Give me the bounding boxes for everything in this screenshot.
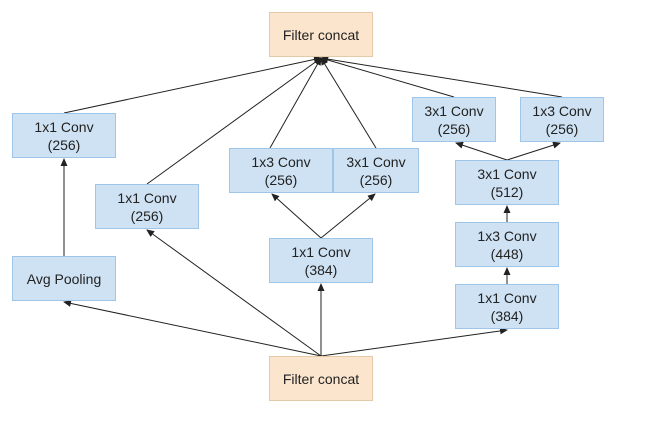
- node-label: 3x1 Conv: [424, 102, 484, 119]
- edge-b4-right-to-concat: [320, 55, 563, 98]
- node-sublabel: (512): [490, 183, 524, 200]
- node-label: Filter concat: [282, 26, 360, 43]
- node-label: 1x1 Conv: [291, 243, 351, 260]
- edge-branch1-conv-to-concat: [63, 56, 322, 114]
- node-sublabel: (256): [47, 136, 81, 153]
- edge-b3-left-to-concat: [269, 57, 322, 149]
- node-3x1-conv-256-branch3: 3x1 Conv (256): [333, 148, 419, 193]
- edge-concat-bottom-to-b4-base: [320, 327, 508, 357]
- node-sublabel: (384): [304, 261, 338, 278]
- node-1x1-conv-384-branch3: 1x1 Conv (384): [269, 238, 373, 283]
- node-1x3-conv-448-branch4: 1x3 Conv (448): [455, 222, 559, 267]
- node-sublabel: (384): [490, 307, 524, 324]
- node-filter-concat-bottom: Filter concat: [269, 356, 373, 401]
- edge-b3-base-to-right: [320, 193, 376, 239]
- node-label: 1x1 Conv: [34, 118, 94, 135]
- edge-b4-mid1-to-right: [506, 141, 561, 161]
- node-1x1-conv-384-branch4: 1x1 Conv (384): [455, 284, 559, 329]
- node-avg-pooling: Avg Pooling: [12, 256, 116, 301]
- node-sublabel: (256): [264, 171, 298, 188]
- node-filter-concat-top: Filter concat: [269, 12, 373, 57]
- node-label: 1x3 Conv: [532, 102, 592, 119]
- node-label: 1x3 Conv: [251, 153, 311, 170]
- node-3x1-conv-512-branch4: 3x1 Conv (512): [455, 160, 559, 205]
- edge-branch2-conv-to-concat: [146, 57, 322, 185]
- node-sublabel: (256): [130, 207, 164, 224]
- node-1x3-conv-256-branch4: 1x3 Conv (256): [520, 97, 604, 142]
- node-label: 1x3 Conv: [477, 227, 537, 244]
- edge-b4-left-to-concat: [320, 56, 455, 98]
- node-sublabel: (448): [490, 245, 524, 262]
- node-sublabel: (256): [545, 120, 579, 137]
- edge-b4-mid1-to-left: [455, 141, 508, 161]
- edge-concat-bottom-to-branch2: [146, 229, 322, 357]
- node-label: 3x1 Conv: [346, 153, 406, 170]
- node-sublabel: (256): [359, 171, 393, 188]
- node-label: 1x1 Conv: [117, 189, 177, 206]
- edge-concat-bottom-to-pool: [63, 300, 322, 357]
- node-label: 3x1 Conv: [477, 165, 537, 182]
- node-label: Avg Pooling: [26, 270, 102, 287]
- edge-b3-base-to-left: [271, 193, 322, 239]
- node-3x1-conv-256-branch4: 3x1 Conv (256): [412, 97, 496, 142]
- node-1x1-conv-256-branch1: 1x1 Conv (256): [12, 113, 116, 158]
- node-1x3-conv-256-branch3: 1x3 Conv (256): [229, 148, 333, 193]
- node-label: 1x1 Conv: [477, 289, 537, 306]
- edge-b3-right-to-concat: [320, 57, 377, 149]
- node-1x1-conv-256-branch2: 1x1 Conv (256): [95, 184, 199, 229]
- node-sublabel: (256): [437, 120, 471, 137]
- node-label: Filter concat: [282, 370, 360, 387]
